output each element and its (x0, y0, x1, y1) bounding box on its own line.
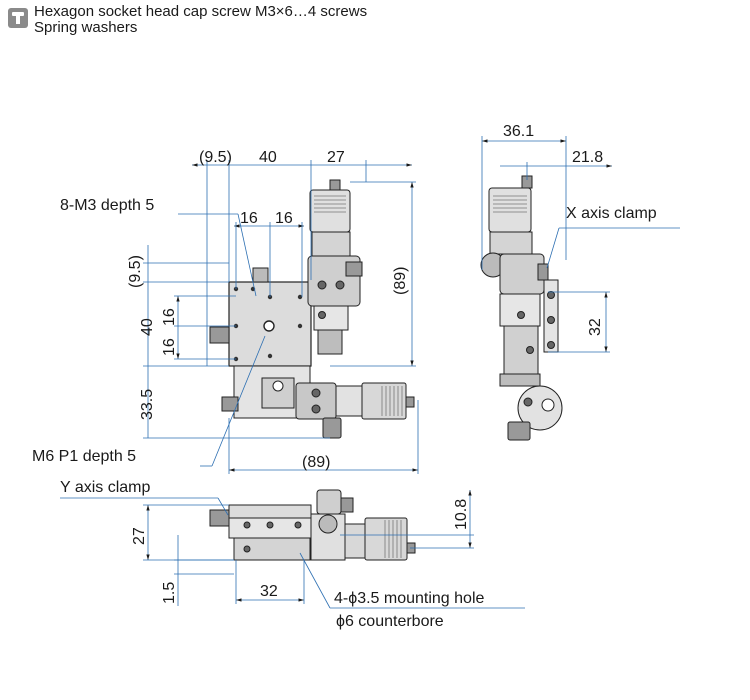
front-view (209, 489, 416, 561)
dim-32-front: 32 (260, 583, 278, 600)
labels: (9.5) 40 27 16 16 8-M3 depth 5 M6 P1 dep… (32, 123, 657, 630)
mounting-hole-label: 4-ϕ3.5 mounting hole (334, 590, 484, 607)
m6-depth-label: M6 P1 depth 5 (32, 448, 136, 465)
dim-27-top: 27 (327, 149, 345, 166)
top-view (209, 179, 415, 439)
dim-16-left-a: 16 (161, 308, 178, 326)
dim-40-left: 40 (139, 318, 156, 336)
screw-note: Hexagon socket head cap screw M3×6…4 scr… (8, 4, 367, 36)
dim-32-side: 32 (587, 318, 604, 336)
dim-16-a: 16 (240, 210, 258, 227)
counterbore-label: ϕ6 counterbore (336, 613, 444, 630)
dim-1-5: 1.5 (161, 582, 178, 604)
dim-36-1: 36.1 (503, 123, 534, 140)
m3-depth-label: 8-M3 depth 5 (60, 197, 154, 214)
dim-16-left-b: 16 (161, 338, 178, 356)
dim-21-8: 21.8 (572, 149, 603, 166)
dim-27-front: 27 (131, 527, 148, 545)
dim-33-5: 33.5 (139, 389, 156, 420)
note-line-1: Hexagon socket head cap screw M3×6…4 scr… (34, 3, 368, 20)
side-view (480, 175, 563, 441)
dim-16-b: 16 (275, 210, 293, 227)
dim-10-8: 10.8 (453, 499, 470, 530)
x-axis-clamp-label: X axis clamp (566, 205, 657, 222)
dim-89-bottom: (89) (302, 454, 330, 471)
dim-40-top: 40 (259, 149, 277, 166)
m6-hole (263, 320, 275, 332)
dim-9-5-top: (9.5) (199, 149, 232, 166)
y-axis-clamp-label: Y axis clamp (60, 479, 151, 496)
dim-89-right: (89) (392, 267, 409, 295)
front-view-dims (60, 490, 525, 609)
screw-note-text: Hexagon socket head cap screw M3×6…4 scr… (34, 4, 367, 36)
dim-9-5-left: (9.5) (127, 255, 144, 288)
info-icon (8, 8, 28, 28)
top-view-dims (143, 160, 419, 474)
side-view-dims (481, 136, 680, 353)
note-line-2: Spring washers (34, 19, 138, 36)
